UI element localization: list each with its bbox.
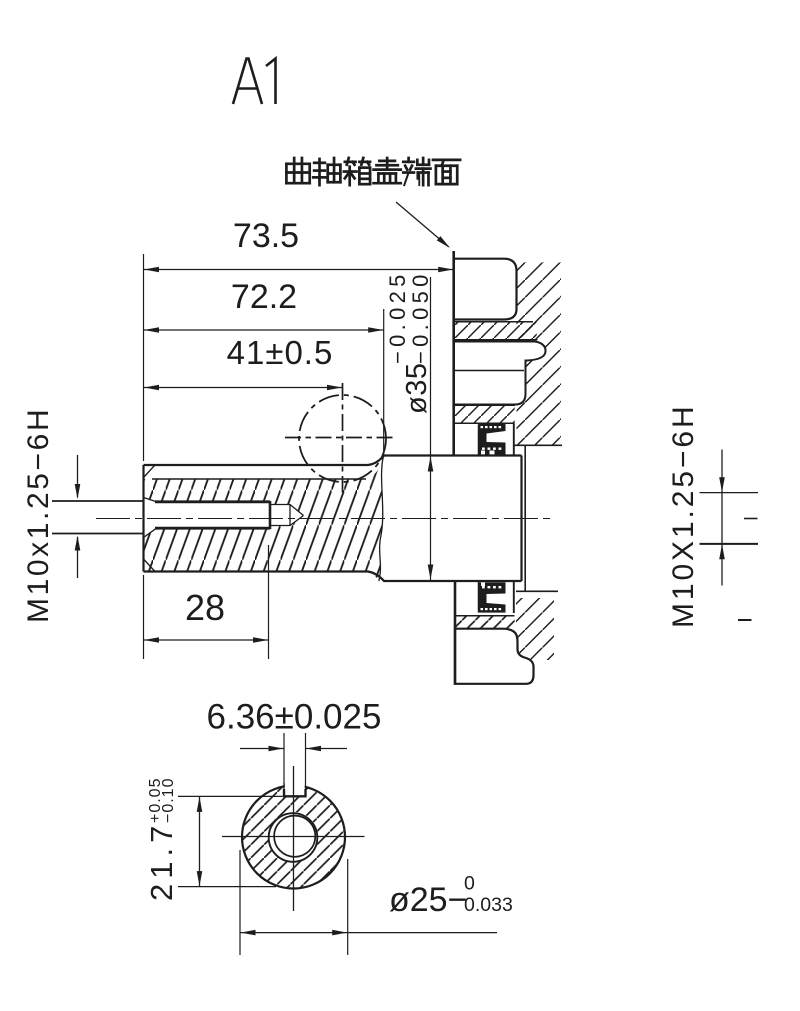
- svg-text:41±0.5: 41±0.5: [227, 334, 334, 371]
- svg-text:−0.10: −0.10: [160, 778, 177, 823]
- svg-text:−0.025: −0.025: [385, 270, 410, 364]
- svg-text:ø35: ø35: [401, 363, 433, 414]
- svg-text:M10x1.25−6H: M10x1.25−6H: [22, 407, 55, 623]
- svg-text:6.36±0.025: 6.36±0.025: [207, 698, 382, 737]
- svg-text:−0.050: −0.050: [408, 270, 433, 364]
- svg-text:0: 0: [464, 873, 475, 895]
- svg-text:+0.05: +0.05: [147, 778, 164, 823]
- svg-text:72.2: 72.2: [231, 278, 297, 316]
- svg-text:ø25−: ø25−: [389, 881, 467, 919]
- svg-text:21.7: 21.7: [144, 821, 179, 901]
- svg-text:28: 28: [185, 587, 225, 628]
- svg-text:73.5: 73.5: [233, 217, 299, 255]
- svg-text:M10X1.25−6H: M10X1.25−6H: [667, 403, 700, 628]
- svg-text:0.033: 0.033: [464, 894, 513, 916]
